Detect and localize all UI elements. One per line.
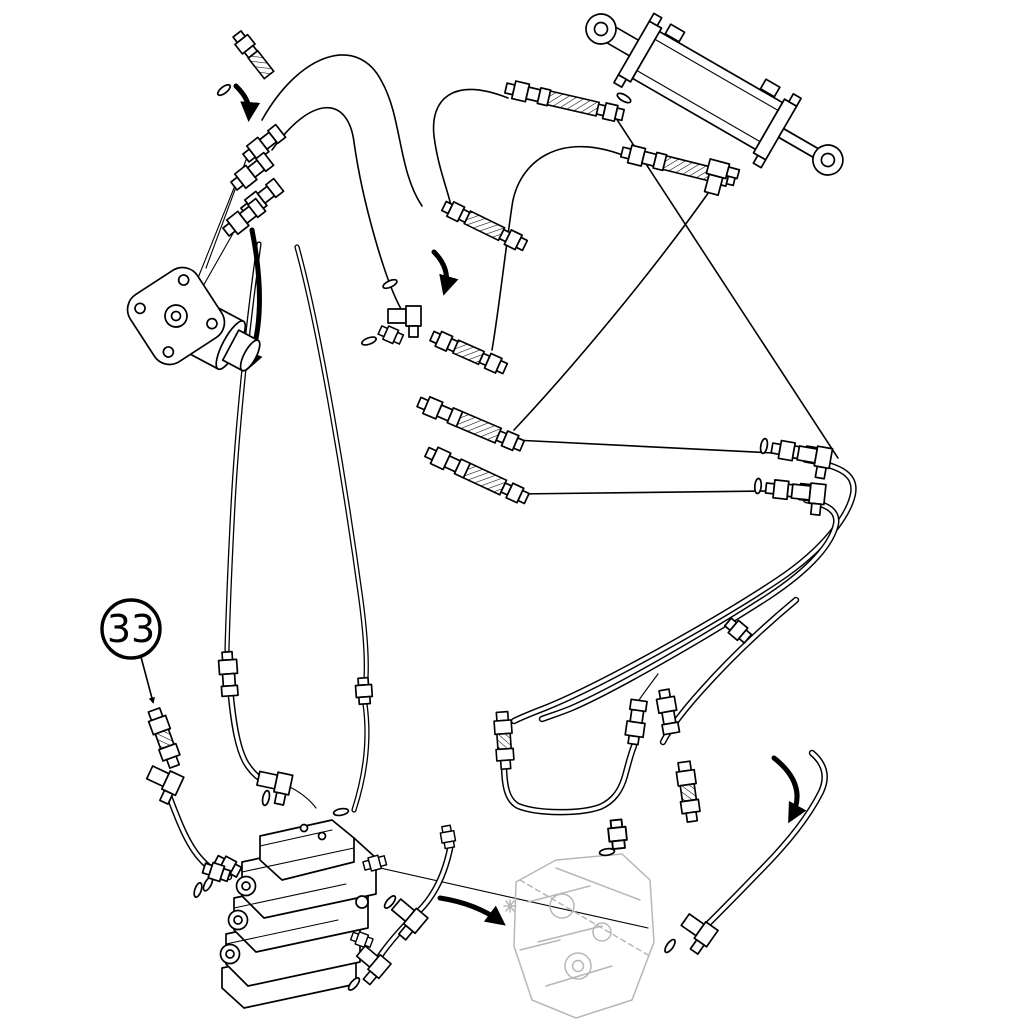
upper-left-fitting-cluster [215,28,288,240]
lower-right-fittings [654,615,754,957]
pointer-arrows [233,83,807,926]
hydraulic-cylinder [585,12,844,176]
right-tube-fittings [753,437,834,517]
mid-hose-assemblies [414,392,531,507]
steering-motor [126,266,261,372]
cylinder-hose-assemblies [503,78,742,200]
callout-arrow [140,656,155,704]
callout-label: 33 [107,607,155,651]
middle-fitting-cluster [360,197,530,377]
callout-33: 33 [100,598,162,704]
control-valve-stack [191,819,388,1009]
callout-balloon [100,598,162,660]
reference-component-ghost [503,853,655,1019]
